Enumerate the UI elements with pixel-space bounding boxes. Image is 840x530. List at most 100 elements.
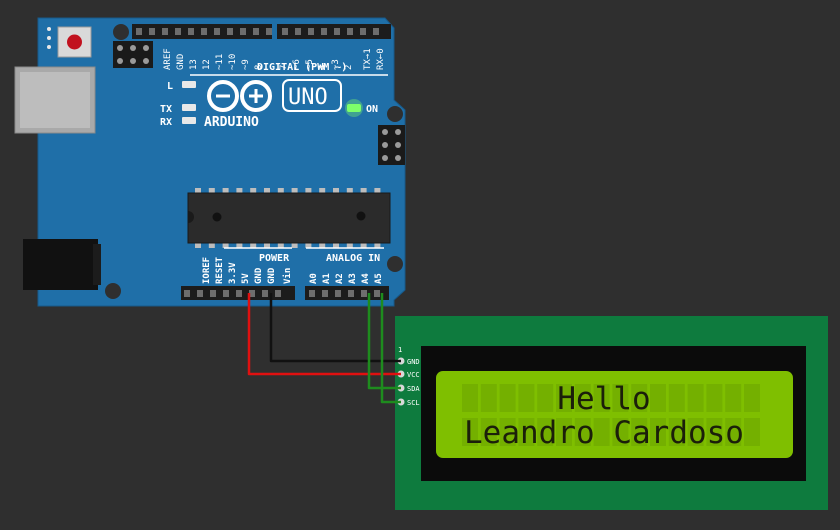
digital-pin-label: 4 xyxy=(318,65,328,70)
led-l xyxy=(182,81,196,88)
led-label-l: L xyxy=(167,81,173,92)
analog-pin-label: A1 xyxy=(322,273,332,284)
lcd-cell xyxy=(574,384,591,412)
lcd-cell xyxy=(706,384,723,412)
analog-pin-label: A4 xyxy=(361,273,371,284)
lcd-cell xyxy=(462,384,478,412)
analog-section: ANALOG IN xyxy=(306,247,384,264)
digital-pin-label: 13 xyxy=(189,59,199,70)
lcd-cell xyxy=(480,418,497,446)
digital-header-label: DIGITAL (PWM ~) xyxy=(257,62,347,73)
lcd-pin-scl: SCL xyxy=(407,399,420,407)
lcd-cell xyxy=(593,418,610,446)
model-text: UNO xyxy=(288,85,328,110)
analog-pin-label: A3 xyxy=(348,273,358,284)
lcd-cell xyxy=(687,384,704,412)
lcd-cell xyxy=(725,384,742,412)
power-pin-label: RESET xyxy=(215,256,225,284)
brand-text: ARDUINO xyxy=(204,115,259,130)
dot-marker xyxy=(47,27,51,49)
lcd-cell xyxy=(574,418,591,446)
wire-gnd xyxy=(269,293,401,363)
wires[interactable] xyxy=(247,293,401,404)
uno-badge: UNO xyxy=(282,79,342,112)
lcd-cell xyxy=(650,384,666,412)
lcd-cell xyxy=(556,384,572,412)
lcd-cell xyxy=(706,418,723,446)
led-label-rx: RX xyxy=(160,117,172,128)
lcd-cell xyxy=(744,384,760,412)
lcd-character-cells xyxy=(462,384,760,446)
lcd-cell xyxy=(612,384,629,412)
lcd-cell xyxy=(631,418,648,446)
lcd-cell xyxy=(499,384,516,412)
analog-pin-label: A0 xyxy=(309,273,319,284)
digital-pin-label: ~3 xyxy=(331,59,341,70)
digital-pin-label: ~6 xyxy=(292,59,302,70)
digital-pin-label: ~10 xyxy=(228,54,238,70)
power-pin-label: GND xyxy=(267,267,277,284)
lcd-module[interactable]: Hello Leandro Cardoso 1 GND VCC SDA SCL xyxy=(395,316,828,510)
led-rx xyxy=(182,117,196,124)
lcd-cell xyxy=(518,384,535,412)
lcd-pin-gnd: GND xyxy=(407,358,420,366)
digital-pin-label: AREF xyxy=(163,48,173,70)
lcd-cell xyxy=(537,384,554,412)
power-pin-label: GND xyxy=(254,267,264,284)
digital-header[interactable] xyxy=(132,24,391,39)
analog-label: ANALOG IN xyxy=(326,253,380,264)
lcd-line-1: Hello xyxy=(557,381,650,417)
digital-pin-label: TX→1 xyxy=(363,48,373,70)
digital-pin-label: 2 xyxy=(344,65,354,70)
wire-scl xyxy=(380,293,401,404)
mounting-hole xyxy=(105,283,121,299)
power-section: POWER xyxy=(224,247,292,264)
power-led: ON xyxy=(345,99,378,117)
lcd-cell xyxy=(668,418,685,446)
digital-pin-label: 7 xyxy=(279,65,289,70)
digital-pin-label: 12 xyxy=(202,59,212,70)
lcd-cell xyxy=(537,418,554,446)
icsp-header xyxy=(113,41,153,68)
lcd-cell xyxy=(593,384,610,412)
reset-button[interactable] xyxy=(57,26,92,58)
builtin-leds: L TX RX xyxy=(160,81,196,128)
icsp-header-right xyxy=(378,125,405,165)
led-label-tx: TX xyxy=(160,104,172,115)
digital-pin-label: 8 xyxy=(254,65,264,70)
digital-pin-label: GND xyxy=(176,54,186,70)
led-tx xyxy=(182,104,196,111)
lcd-pin-sda: SDA xyxy=(407,385,420,393)
lcd-cell xyxy=(687,418,704,446)
wire-vcc xyxy=(247,293,401,376)
lcd-cell xyxy=(744,418,760,446)
on-label: ON xyxy=(366,104,378,115)
arduino-logo: ARDUINO xyxy=(204,80,272,130)
lcd-line-2: Leandro Cardoso xyxy=(464,415,744,451)
lcd-cell xyxy=(480,384,497,412)
lcd-cell xyxy=(725,418,742,446)
lcd-cell xyxy=(612,418,629,446)
power-label: POWER xyxy=(259,253,290,264)
analog-pin-label: A2 xyxy=(335,273,345,284)
lcd-cell xyxy=(518,418,535,446)
atmega-chip xyxy=(187,188,391,248)
lcd-cell xyxy=(668,384,685,412)
lcd-pin-one-marker: 1 xyxy=(398,346,402,354)
digital-pin-label: ~5 xyxy=(305,59,315,70)
power-pin-label: IOREF xyxy=(202,257,212,284)
digital-pin-label: ~9 xyxy=(241,59,251,70)
lcd-cell xyxy=(499,418,516,446)
analog-pin-label: A5 xyxy=(374,273,384,284)
lcd-cell xyxy=(650,418,666,446)
mounting-hole xyxy=(387,256,403,272)
power-pin-label: Vin xyxy=(282,268,293,284)
digital-pin-label: RX←0 xyxy=(376,48,386,70)
lcd-cell xyxy=(631,384,648,412)
lcd-cell xyxy=(462,418,478,446)
usb-port xyxy=(14,66,96,134)
